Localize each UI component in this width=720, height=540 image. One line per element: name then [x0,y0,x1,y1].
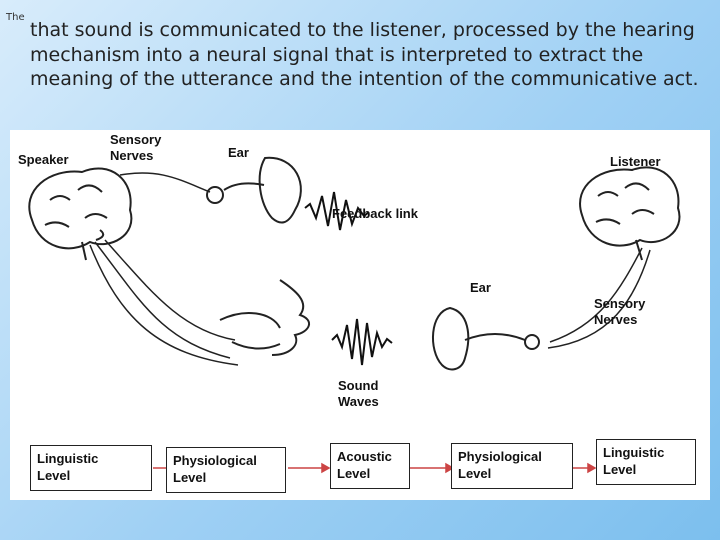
level-box: Physiological Level [451,443,573,489]
body-paragraph: that sound is communicated to the listen… [30,19,699,90]
listener-label: Listener [610,154,661,169]
text-fragment: The [6,12,25,23]
ear-bottom-label: Ear [470,280,491,295]
ear-top-label: Ear [228,145,249,160]
vocal-tract-icon [219,279,310,356]
speech-chain-drawing [28,156,681,474]
listener-ear-icon [431,306,540,371]
level-box: Linguistic Level [596,439,696,485]
sensory-nerves-top-label: Sensory Nerves [110,132,162,163]
feedback-wave-icon [304,191,370,231]
level-box: Linguistic Level [30,445,152,491]
level-box: Acoustic Level [330,443,410,489]
speaker-brain-icon [28,167,133,261]
speaker-label: Speaker [18,152,69,167]
sound-waves-label: Sound Waves [338,378,379,409]
sensory-nerves-right-label: Sensory Nerves [594,296,646,327]
feedback-link-label: Feedback link [332,206,418,221]
nerve-paths [89,172,651,366]
listener-brain-icon [579,166,681,261]
speech-chain-figure: Speaker Sensory Nerves Ear Feedback link… [10,130,710,500]
level-box: Physiological Level [166,447,286,493]
speaker-ear-icon [206,156,302,224]
sound-wave-icon [331,318,393,366]
